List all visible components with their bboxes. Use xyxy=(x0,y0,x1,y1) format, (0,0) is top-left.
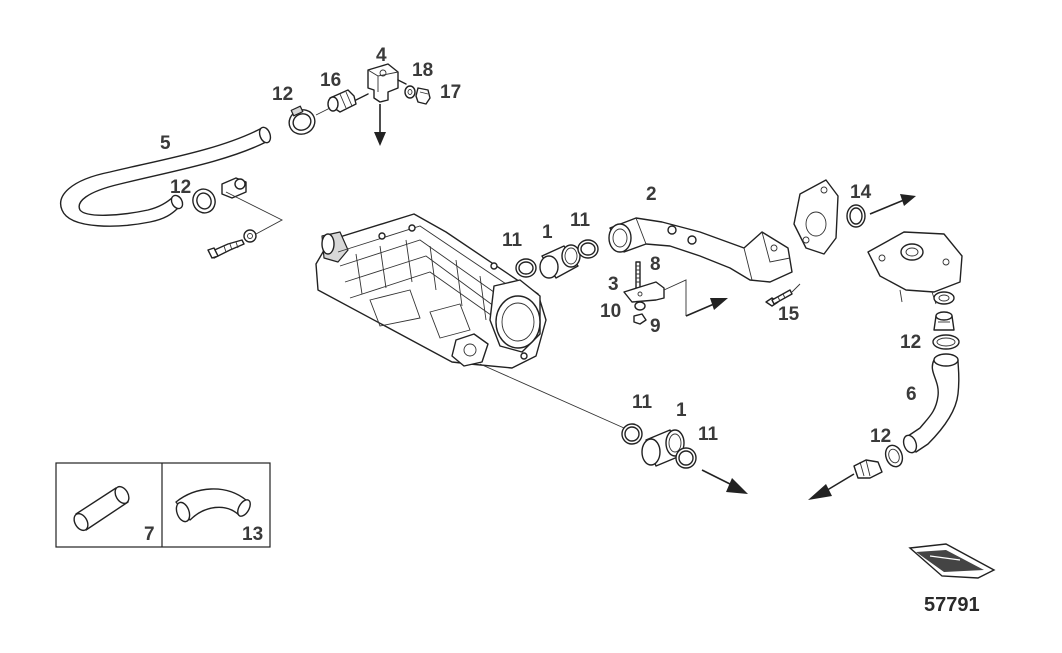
hose-5 xyxy=(60,126,272,227)
arrow-left-lower xyxy=(808,473,855,500)
part-label-12: 12 xyxy=(870,426,891,447)
fitting-right xyxy=(933,311,955,331)
figure-number: 57791 xyxy=(924,594,980,616)
nut-9 xyxy=(633,313,647,325)
washer-right xyxy=(933,291,955,305)
part-label-1: 1 xyxy=(542,222,553,243)
part-label-9: 9 xyxy=(650,316,661,337)
o-ring-14 xyxy=(846,204,866,228)
heat-exchanger xyxy=(315,213,547,369)
part-label-15: 15 xyxy=(778,304,800,325)
part-label-10: 10 xyxy=(600,301,621,322)
leader-line xyxy=(791,283,801,293)
part-label-12: 12 xyxy=(900,332,921,353)
leader-line xyxy=(663,279,687,316)
elbow-fitting xyxy=(853,459,883,479)
hose-6 xyxy=(902,353,960,454)
bracket-3 xyxy=(623,281,665,303)
plug-17 xyxy=(415,87,431,105)
part-label-18: 18 xyxy=(412,60,433,81)
part-label-11: 11 xyxy=(570,210,591,231)
part-label-2: 2 xyxy=(646,184,657,205)
arrow-pipe-right xyxy=(685,298,728,317)
washer-10 xyxy=(634,301,646,311)
part-label-13: 13 xyxy=(242,524,263,545)
part-label-11: 11 xyxy=(698,424,719,445)
part-label-17: 17 xyxy=(440,82,461,103)
part-label-5: 5 xyxy=(160,133,171,154)
fitting-16 xyxy=(327,89,369,113)
part-label-6: 6 xyxy=(906,384,917,405)
elbow-hose-13 xyxy=(175,488,251,523)
part-label-4: 4 xyxy=(376,45,387,66)
part-label-11: 11 xyxy=(632,392,653,413)
leader-line xyxy=(225,191,283,235)
banjo-fitting xyxy=(221,177,247,199)
arrow-right-lower xyxy=(701,469,748,494)
washer-18 xyxy=(404,85,416,99)
o-ring-11-upper-left xyxy=(515,258,537,278)
part-label-7: 7 xyxy=(144,524,155,545)
o-ring-11-lower-left xyxy=(621,423,643,445)
leader-line xyxy=(479,363,625,429)
part-label-8: 8 xyxy=(650,254,661,275)
o-ring-11-upper-right xyxy=(577,239,599,259)
hose-clamp-12-left xyxy=(192,188,216,214)
arrow-right-upper xyxy=(869,194,916,215)
hose-clamp-12-lower xyxy=(884,444,904,468)
part-label-1: 1 xyxy=(676,400,687,421)
leader-line xyxy=(315,107,331,116)
sleeve-1-upper xyxy=(539,244,581,279)
part-label-11: 11 xyxy=(502,230,523,251)
part-label-14: 14 xyxy=(850,182,872,203)
tee-fitting xyxy=(367,63,407,103)
bolt-15 xyxy=(765,289,793,307)
arrow-down-from-tee xyxy=(374,104,386,146)
hose-clamp-12-top xyxy=(288,105,316,135)
part-label-12: 12 xyxy=(272,84,293,105)
stud-8 xyxy=(635,261,641,289)
part-label-3: 3 xyxy=(608,274,619,295)
washer-left xyxy=(243,229,257,243)
part-label-12: 12 xyxy=(170,177,191,198)
gasket xyxy=(793,179,839,255)
part-label-16: 16 xyxy=(320,70,341,91)
o-ring-11-lower-right xyxy=(675,447,697,469)
straight-hose-7 xyxy=(73,485,130,532)
boat-logo-icon xyxy=(908,543,996,579)
bolt-left xyxy=(207,239,245,259)
pipe-2 xyxy=(608,217,793,283)
hose-clamp-12-right xyxy=(932,334,960,350)
